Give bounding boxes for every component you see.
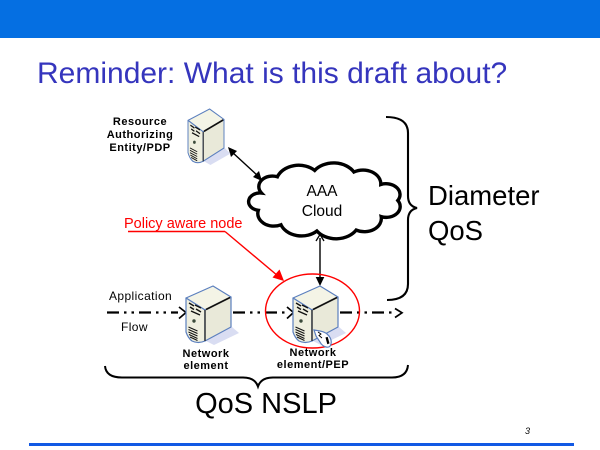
svg-text:QoS: QoS bbox=[428, 215, 483, 246]
svg-text:Resource: Resource bbox=[113, 116, 167, 128]
svg-text:QoS NSLP: QoS NSLP bbox=[195, 388, 337, 420]
svg-text:Network: Network bbox=[290, 347, 337, 359]
svg-text:AAA: AAA bbox=[306, 183, 338, 200]
svg-text:Cloud: Cloud bbox=[302, 203, 343, 220]
svg-text:Application: Application bbox=[109, 289, 172, 303]
svg-text:Authorizing: Authorizing bbox=[107, 129, 174, 141]
svg-text:Flow: Flow bbox=[121, 320, 148, 334]
svg-text:Policy aware node: Policy aware node bbox=[124, 216, 243, 232]
svg-text:Network: Network bbox=[183, 348, 230, 360]
svg-text:Entity/PDP: Entity/PDP bbox=[109, 142, 170, 154]
svg-text:Diameter: Diameter bbox=[428, 180, 540, 211]
svg-text:element/PEP: element/PEP bbox=[277, 359, 349, 371]
svg-text:element: element bbox=[183, 360, 228, 372]
